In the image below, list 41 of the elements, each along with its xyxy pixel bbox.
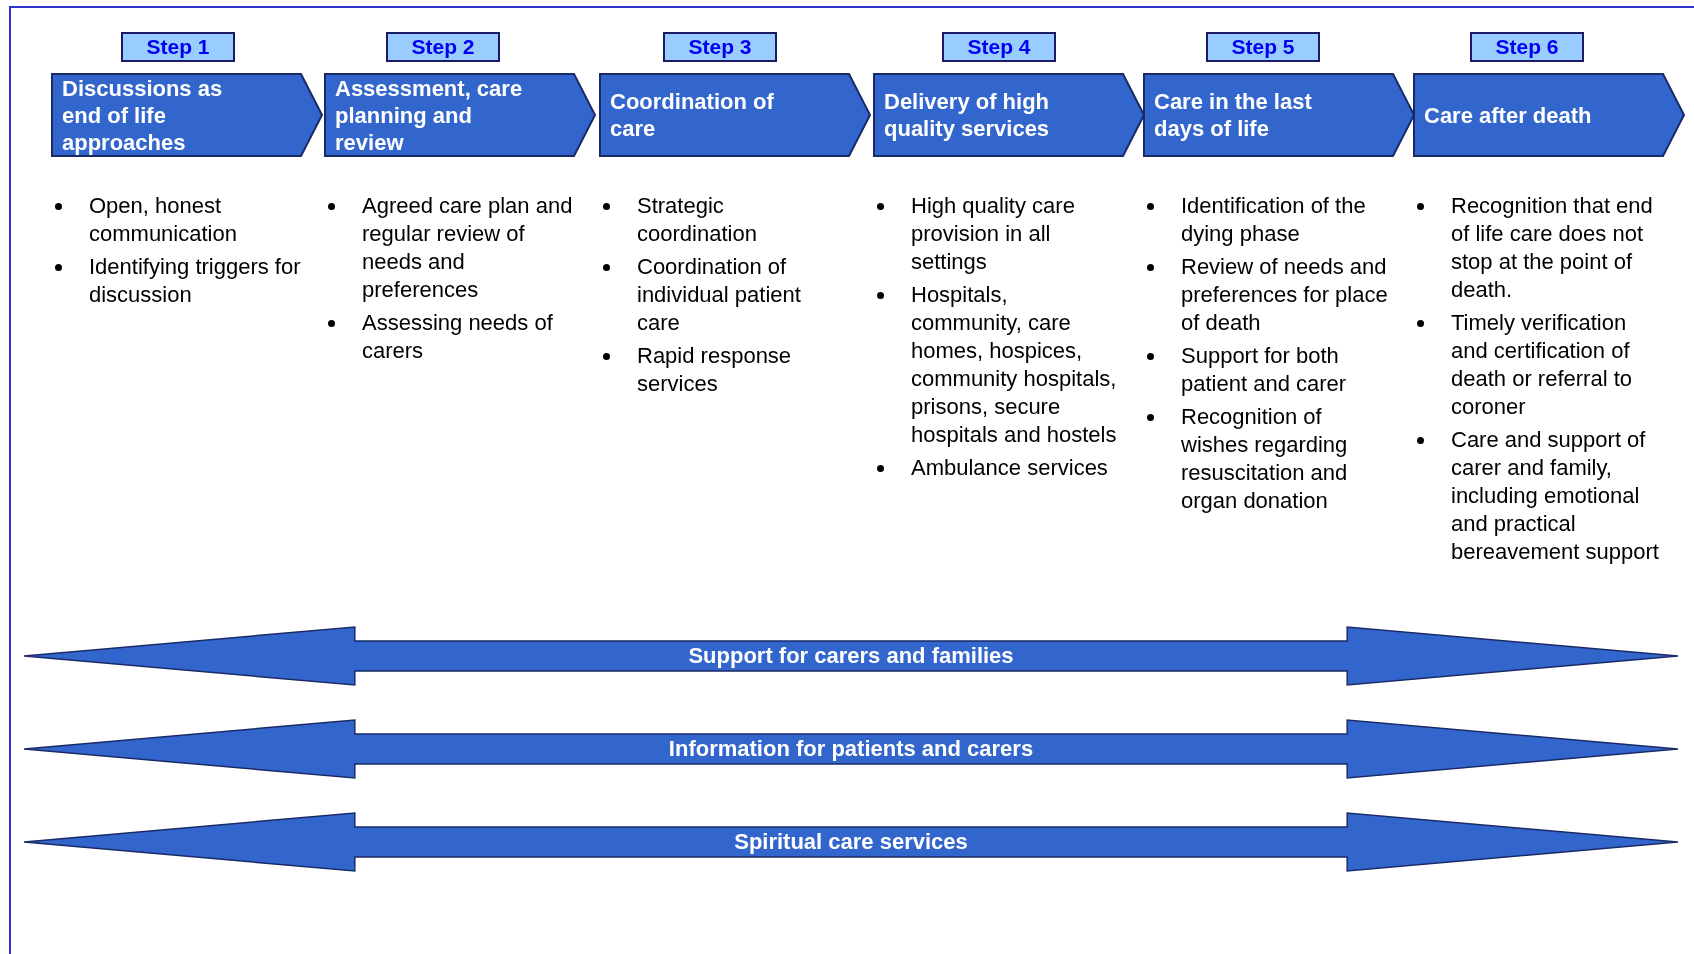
bullet-text: Coordination of individual patient care <box>637 253 802 337</box>
bullet-text: Review of needs and preferences for place of death <box>1181 253 1389 337</box>
bullet-text: Recognition of wishes regarding resuscitation and organ donation <box>1181 403 1349 515</box>
bullet-text: Support for both patient and carer <box>1181 342 1348 398</box>
bullet-text: Rapid response services <box>637 342 793 398</box>
stage-title: Discussions as end of life approaches <box>62 74 224 156</box>
stage-title: Assessment, care planning and review <box>335 74 524 156</box>
stage-title: Care in the last days of life <box>1154 88 1313 142</box>
band-label: Support for carers and families <box>688 643 1014 669</box>
bullet-text: Hospitals, community, care homes, hospices, community hospitals, prisons, secure hospitals and hostels <box>911 281 1118 449</box>
double-arrow-band <box>24 719 1678 779</box>
bullet-text: Strategic coordination <box>637 192 758 248</box>
bullet-text: Open, honest communication <box>89 192 238 248</box>
bullet-text: Identifying triggers for discussion <box>89 253 301 309</box>
bullet-text: Recognition that end of life care does not stop at the point of death. <box>1451 192 1654 304</box>
stage-banner <box>1143 73 1415 157</box>
stage-banner <box>873 73 1145 157</box>
double-arrow-band <box>24 626 1678 686</box>
step-label: Step 3 <box>663 32 777 62</box>
step-label: Step 4 <box>942 32 1056 62</box>
stage-title: Coordination of care <box>610 88 775 142</box>
step-label: Step 1 <box>121 32 235 62</box>
step-label: Step 6 <box>1470 32 1584 62</box>
stage-title: Care after death <box>1424 101 1592 129</box>
band-label: Information for patients and carers <box>668 736 1034 762</box>
double-arrow-band <box>24 812 1678 872</box>
bullet-text: Timely verification and certification of death or referral to coroner <box>1451 309 1633 421</box>
step-label: Step 5 <box>1206 32 1320 62</box>
stage-banner <box>1413 73 1685 157</box>
stage-banner <box>324 73 596 157</box>
stage-banner <box>51 73 323 157</box>
bullet-text: High quality care provision in all settings <box>911 192 1076 276</box>
step-label: Step 2 <box>386 32 500 62</box>
band-label: Spiritual care services <box>734 829 968 855</box>
bullet-text: Ambulance services <box>911 454 1109 482</box>
bullet-text: Care and support of carer and family, including emotional and practical bereavement support <box>1451 426 1660 566</box>
stage-banner <box>599 73 871 157</box>
bullet-text: Assessing needs of carers <box>362 309 554 365</box>
stage-title: Delivery of high quality services <box>884 88 1051 142</box>
bullet-text: Agreed care plan and regular review of needs and preferences <box>362 192 574 304</box>
bullet-text: Identification of the dying phase <box>1181 192 1367 248</box>
